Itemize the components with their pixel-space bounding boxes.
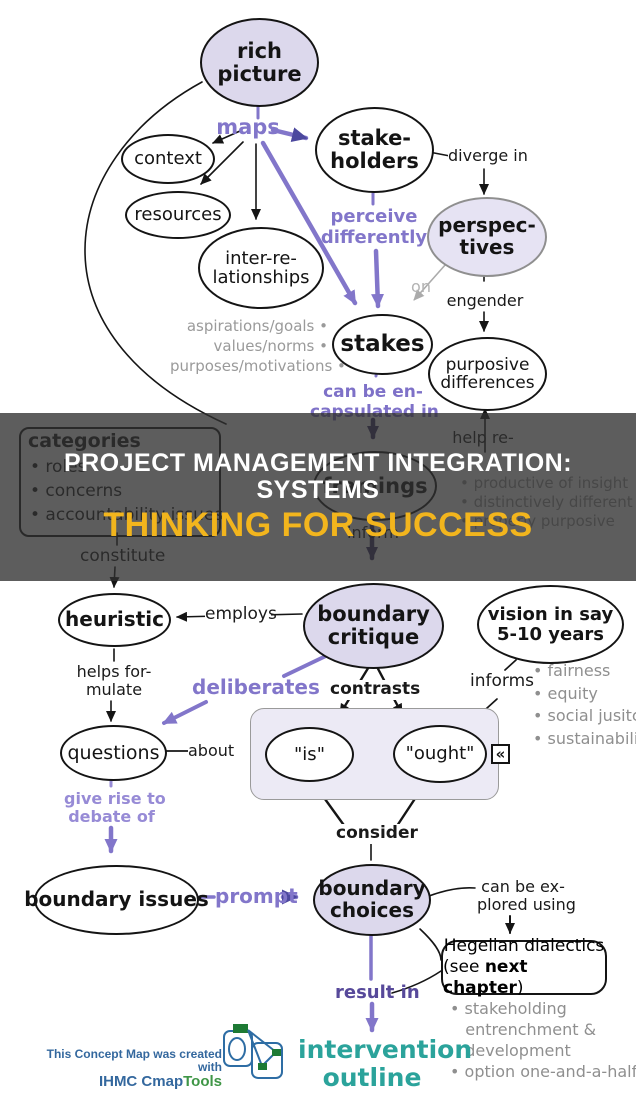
node-purposive-differences[interactable]: purposive differences <box>428 337 547 411</box>
collapse-annotation-icon[interactable]: « <box>491 744 510 764</box>
overlay-title-line3: THINKING FOR SUCCESS <box>103 506 533 544</box>
link-label-perceive-differently: perceive differently <box>320 206 428 248</box>
vision-attributes: • fairness • equity • social jusitce • s… <box>533 661 636 748</box>
node-is[interactable]: "is" <box>265 727 354 782</box>
node-perspectives[interactable]: perspec- tives <box>427 197 547 277</box>
node-rich-picture[interactable]: rich picture <box>200 18 319 107</box>
cmaptools-logo <box>223 1024 283 1079</box>
cmaptools-credit: This Concept Map was created with IHMC C… <box>30 1047 222 1091</box>
link-label-helps-formulate: helps for- mulate <box>74 662 154 700</box>
title-overlay-band: PROJECT MANAGEMENT INTEGRATION: SYSTEMS … <box>0 413 636 581</box>
node-boundary-issues[interactable]: boundary issues <box>24 865 209 935</box>
node-intervention-outline: intervention outline <box>298 1035 473 1092</box>
overlay-title-line2: SYSTEMS <box>256 476 380 504</box>
node-stakes[interactable]: stakes <box>332 314 433 375</box>
node-interrelationships[interactable]: inter-re- lationships <box>198 227 324 309</box>
stakes-attributes: aspirations/goals • values/norms • purpo… <box>170 317 346 375</box>
credit-line: This Concept Map was created with <box>46 1047 222 1075</box>
link-label-contrasts: contrasts <box>330 679 421 700</box>
hegelian-attributes: • stakeholding entrenchment & developmen… <box>450 999 636 1081</box>
link-label-engender: engender <box>446 291 524 311</box>
node-heuristic[interactable]: heuristic <box>58 593 171 647</box>
link-label-employs: employs <box>205 604 277 625</box>
node-hegelian-dialectics[interactable]: Hegelian dialectics (see next chapter) <box>441 936 607 998</box>
node-boundary-critique[interactable]: boundary critique <box>303 583 444 669</box>
link-label-explored: can be ex- plored using <box>477 877 576 915</box>
node-questions[interactable]: questions <box>60 725 167 781</box>
link-label-about: about <box>188 741 235 761</box>
credit-brand: IHMC CmapTools <box>98 1073 222 1091</box>
overlay-title-line1: PROJECT MANAGEMENT INTEGRATION: <box>63 449 573 477</box>
node-vision[interactable]: vision in say 5-10 years <box>477 585 624 664</box>
link-label-prompt: prompt <box>215 884 298 908</box>
hegelian-line2: (see next chapter) <box>443 956 528 999</box>
node-ought[interactable]: "ought" <box>393 725 487 783</box>
node-boundary-choices[interactable]: boundary choices <box>313 864 431 936</box>
node-context[interactable]: context <box>121 134 215 184</box>
link-label-maps: maps <box>216 115 280 139</box>
link-label-diverge-in: diverge in <box>448 146 528 166</box>
node-resources[interactable]: resources <box>125 191 231 239</box>
link-label-give-rise: give rise to debate of <box>64 789 166 827</box>
link-label-result-in: result in <box>335 982 420 1003</box>
link-label-informs: informs <box>470 671 534 692</box>
link-label-consider: consider <box>336 823 418 844</box>
link-label-deliberates: deliberates <box>192 675 320 699</box>
hegelian-line1: Hegelian dialectics <box>443 935 605 956</box>
node-stakeholders[interactable]: stake- holders <box>315 107 434 193</box>
link-label-on: on <box>411 277 431 296</box>
gray-connector <box>413 263 447 301</box>
